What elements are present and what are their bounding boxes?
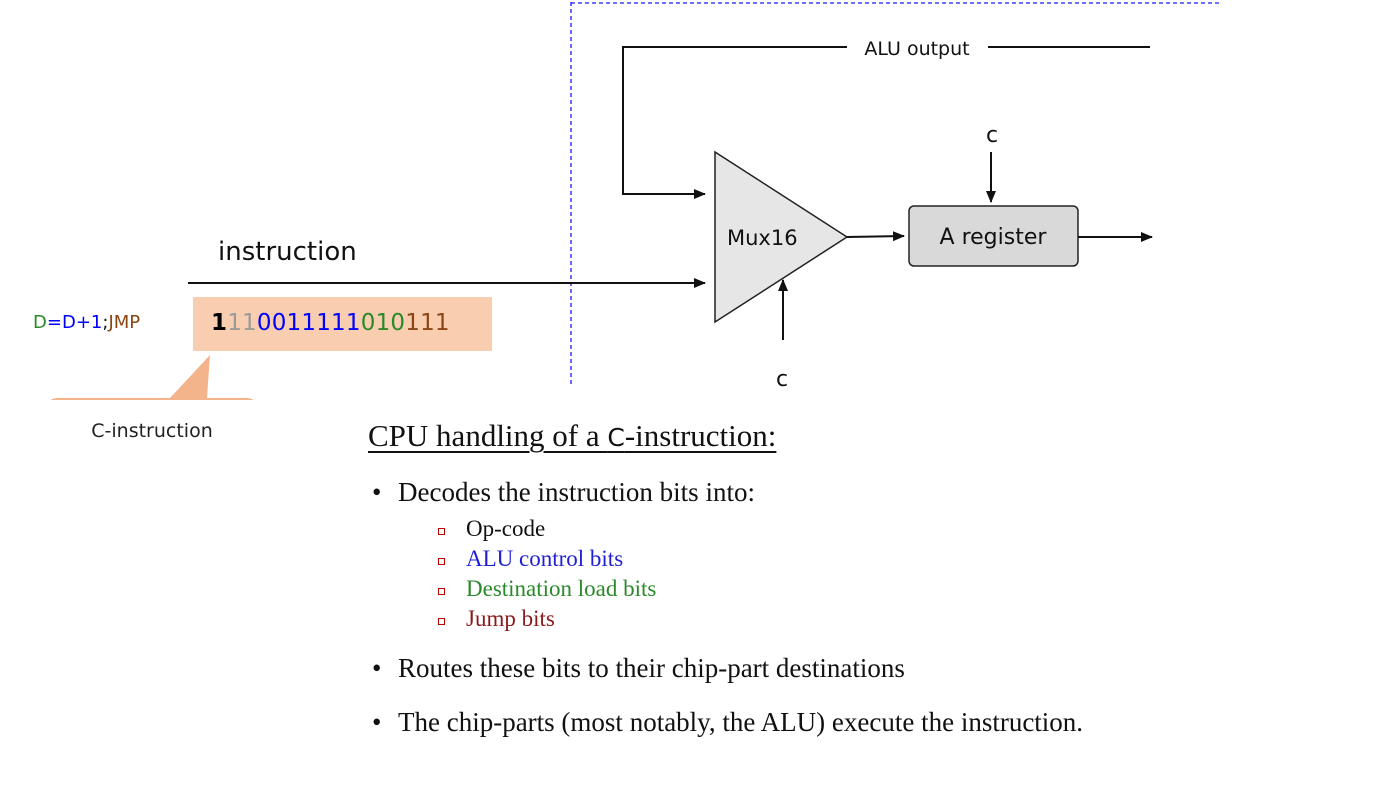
areg-control-label: c — [986, 123, 998, 148]
bullet-route: Routes these bits to their chip-part des… — [368, 652, 1083, 684]
divider-line — [570, 2, 1220, 386]
binary-instruction-box — [193, 297, 492, 351]
sub-bullet-opcode: Op-code — [436, 514, 1083, 544]
sub-bullet-list: Op-code ALU control bits Destination loa… — [398, 514, 1083, 634]
sub-bullet-alu: ALU control bits — [436, 544, 1083, 574]
heading-prefix: CPU handling of a — [368, 418, 608, 453]
asm-semicolon: ; — [102, 312, 109, 333]
heading-mono: C — [607, 423, 625, 452]
bits-dest: 010 — [360, 310, 406, 336]
callout-shape — [50, 355, 254, 400]
bits-opcode: 1 — [211, 310, 228, 336]
sub-bullet-dest: Destination load bits — [436, 574, 1083, 604]
asm-equals: = — [46, 312, 62, 333]
bullet-decode: Decodes the instruction bits into: Op-co… — [368, 476, 1083, 634]
mux-control-label: c — [776, 367, 788, 392]
bullet-execute: The chip-parts (most notably, the ALU) e… — [368, 706, 1083, 738]
a-register-label: A register — [940, 225, 1048, 250]
instruction-label: instruction — [218, 237, 357, 267]
asm-jump: JMP — [108, 312, 141, 333]
bits-jump: 111 — [405, 310, 450, 336]
section-heading: CPU handling of a C-instruction: — [368, 418, 776, 454]
mux16-label: Mux16 — [727, 226, 798, 250]
bits-alu: 0011111 — [256, 310, 361, 336]
sub-bullet-jump: Jump bits — [436, 604, 1083, 634]
bullet-decode-text: Decodes the instruction bits into: — [398, 477, 755, 507]
alu-output-wire — [622, 46, 1150, 194]
callout-label: C-instruction — [91, 420, 213, 442]
binary-instruction: 1110011111010111 — [211, 310, 450, 336]
assembly-instruction: D=D+1;JMP — [33, 312, 140, 333]
cpu-diagram: ALU output instruction Mux16 c A registe… — [50, 2, 1220, 400]
bullet-list: Decodes the instruction bits into: Op-co… — [368, 476, 1083, 738]
mux-to-areg-wire — [846, 231, 905, 242]
asm-comp: D+1 — [61, 312, 103, 333]
alu-output-label: ALU output — [864, 38, 969, 60]
asm-dest: D — [33, 312, 47, 333]
heading-suffix: -instruction: — [624, 418, 777, 453]
bits-unused: 11 — [227, 310, 257, 336]
